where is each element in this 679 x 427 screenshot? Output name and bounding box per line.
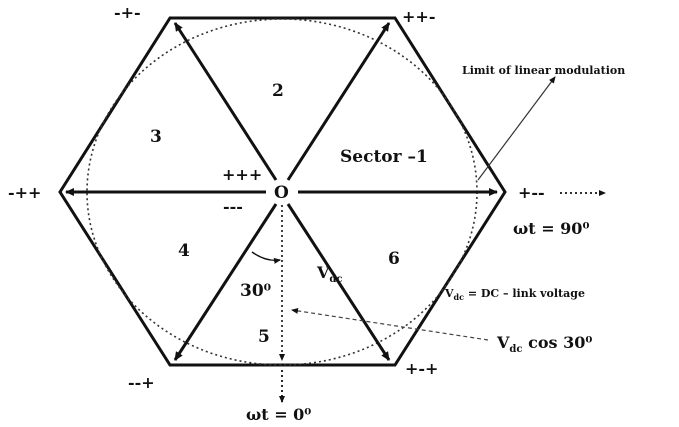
vector-label-top-right: ++- xyxy=(402,7,435,26)
angle-arc xyxy=(251,251,281,264)
vector-bottom-right xyxy=(286,203,391,361)
limit-of-linear-modulation-label: Limit of linear modulation xyxy=(462,64,625,77)
cos-rest: cos 30⁰ xyxy=(523,333,593,352)
sector-6-label: 6 xyxy=(388,249,400,269)
vector-label-top-left: -+- xyxy=(114,3,141,22)
vdc-note-sub: dc xyxy=(454,292,465,302)
space-vectors xyxy=(65,22,498,361)
zero-vector-lower: --- xyxy=(223,197,243,216)
vdc-cos30-label: Vdc cos 30⁰ xyxy=(496,333,592,355)
zero-vector-upper: +++ xyxy=(222,165,262,184)
vector-top-left xyxy=(173,22,278,181)
vdc-note-main: V xyxy=(444,287,454,300)
wt-0-label: ωt = 0⁰ xyxy=(246,405,311,424)
vector-top-right xyxy=(286,22,391,181)
cos30-leader-line xyxy=(291,307,489,341)
vdc-note-rest: = DC – link voltage xyxy=(464,287,585,300)
vector-label-bottom-left: --+ xyxy=(128,373,155,392)
limit-leader-line xyxy=(477,76,556,181)
vdc-definition-note: Vdc = DC – link voltage xyxy=(444,287,585,302)
wt-90-label: ωt = 90⁰ xyxy=(513,219,589,238)
vector-label-left: -++ xyxy=(8,183,41,202)
vector-label-bottom-right: +-+ xyxy=(405,359,438,378)
angle-label: 30⁰ xyxy=(240,281,271,301)
sector-1-label: Sector –1 xyxy=(340,147,428,167)
origin-label: O xyxy=(274,183,289,203)
vdc-sub: dc xyxy=(329,274,342,285)
hexagon-outline xyxy=(58,16,507,367)
sector-4-label: 4 xyxy=(178,241,190,261)
vdc-vector-label: Vdc xyxy=(316,263,343,285)
cos-sub: dc xyxy=(509,344,522,355)
vector-label-right: +-- xyxy=(518,183,545,202)
sector-5-label: 5 xyxy=(258,327,270,347)
vector-bottom-left xyxy=(173,203,278,361)
vdc-main: V xyxy=(316,263,330,282)
sector-2-label: 2 xyxy=(272,81,284,101)
sector-3-label: 3 xyxy=(150,127,162,147)
cos-main: V xyxy=(496,333,510,352)
